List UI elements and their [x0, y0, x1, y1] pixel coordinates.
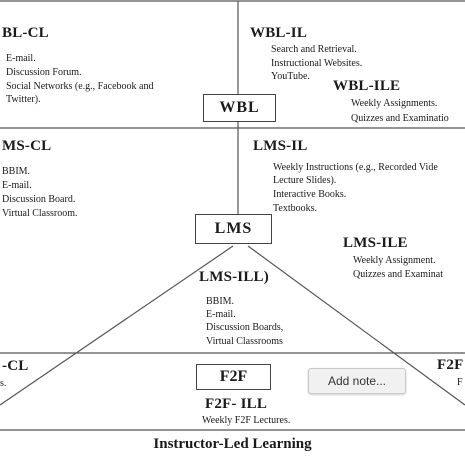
f2f-cl-title: -CL [2, 358, 29, 374]
wbl-cl-item-1: E-mail. [6, 53, 36, 64]
lms-cl-item-1: BBIM. [2, 166, 31, 177]
lms-ill-title: LMS-ILL) [199, 269, 269, 285]
wbl-ile-item-2: Quizzes and Examinatio [351, 113, 449, 124]
wbl-ile-title: WBL-ILE [333, 78, 401, 94]
wbl-cl-item-3: Social Networks (e.g., Facebook and [6, 81, 154, 92]
f2f-ill-item-1: Weekly F2F Lectures. [202, 415, 291, 426]
add-note-button[interactable]: Add note... [308, 368, 406, 394]
wbl-il-item-1: Search and Retrieval. [271, 44, 357, 55]
wbl-il-title: WBL-IL [250, 25, 308, 41]
f2f-box: F2F [196, 364, 271, 390]
f2f-cl-item-1: s. [0, 378, 7, 389]
footer-label: Instructor-Led Learning [153, 436, 312, 452]
wbl-cl-title: BL-CL [2, 25, 49, 41]
lms-cl-item-2: E-mail. [2, 180, 32, 191]
lms-box: LMS [195, 214, 272, 244]
lms-il-title: LMS-IL [253, 138, 308, 154]
wbl-il-item-3: YouTube. [271, 71, 310, 82]
lms-cl-item-4: Virtual Classroom. [2, 208, 78, 219]
f2f-right-item-1: F [457, 377, 463, 388]
wbl-cl-item-2: Discussion Forum. [6, 67, 82, 78]
lms-il-item-3: Interactive Books. [273, 189, 347, 200]
wbl-il-item-2: Instructional Websites. [271, 58, 363, 69]
lms-ill-item-3: Discussion Boards, [206, 322, 284, 333]
lms-il-item-1: Weekly Instructions (e.g., Recorded Vide [273, 162, 438, 173]
lms-ile-item-1: Weekly Assignment. [353, 255, 436, 266]
lms-il-item-4: Textbooks. [273, 203, 318, 214]
wbl-cl-item-4: Twitter). [6, 94, 41, 105]
f2f-right-title: F2F [437, 357, 464, 373]
wbl-ile-item-1: Weekly Assignments. [351, 98, 438, 109]
lms-ile-item-2: Quizzes and Examinat [353, 269, 443, 280]
lms-il-item-2: Lecture Slides). [273, 175, 337, 186]
lms-cl-item-3: Discussion Board. [2, 194, 76, 205]
lms-cl-title: MS-CL [2, 138, 52, 154]
lms-ill-item-1: BBIM. [206, 296, 235, 307]
wbl-box: WBL [203, 94, 276, 122]
lms-ill-item-4: Virtual Classrooms [206, 336, 283, 347]
lms-ile-title: LMS-ILE [343, 235, 408, 251]
f2f-ill-title: F2F- ILL [205, 396, 268, 412]
lms-ill-item-2: E-mail. [206, 309, 236, 320]
